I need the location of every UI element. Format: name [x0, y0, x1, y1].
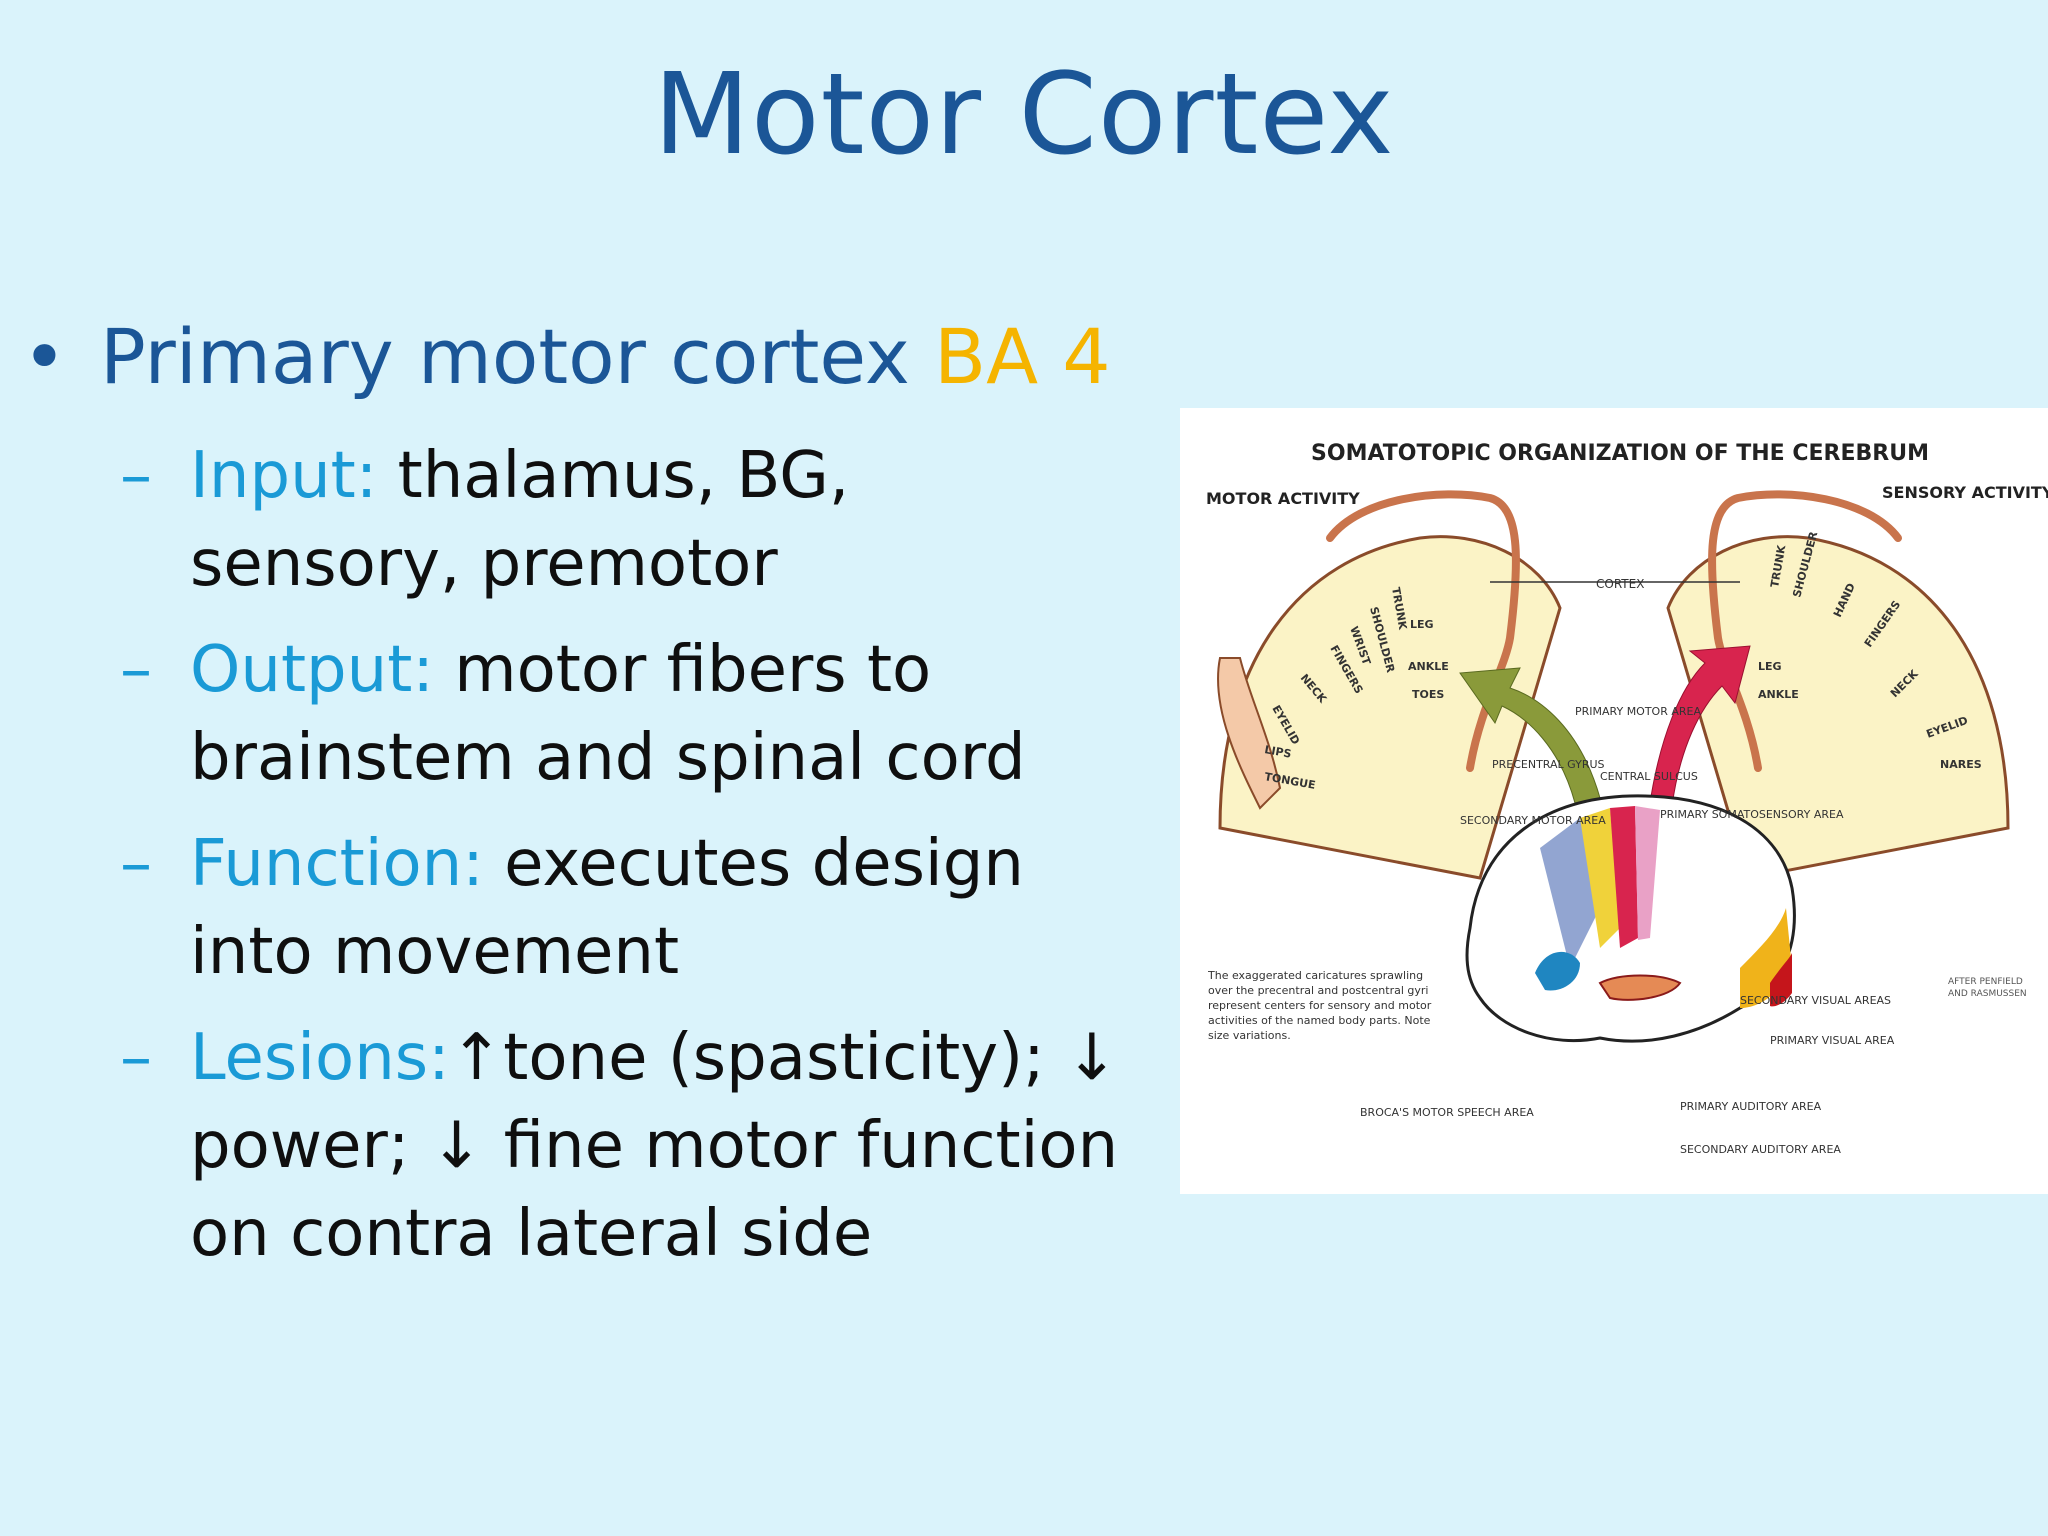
broca-area	[1535, 951, 1580, 991]
svg-text:SECONDARY VISUAL AREAS: SECONDARY VISUAL AREAS	[1740, 994, 1891, 1007]
area-labels: PRIMARY MOTOR AREA PRECENTRAL GYRUS CENT…	[1360, 705, 1895, 1156]
somatosensory-band	[1635, 806, 1660, 940]
subitem-label: Function:	[190, 827, 484, 901]
svg-text:PRIMARY AUDITORY AREA: PRIMARY AUDITORY AREA	[1680, 1100, 1822, 1113]
subitem-function: – Function: executes design into movemen…	[120, 820, 1120, 996]
caption-box: The exaggerated caricatures sprawling ov…	[1208, 969, 1432, 1042]
dash-marker: –	[120, 1021, 152, 1095]
subitem-text: ↑tone (spasticity); ↓ power; ↓ fine moto…	[190, 1021, 1119, 1271]
somatotopic-figure: SOMATOTOPIC ORGANIZATION OF THE CEREBRUM…	[1180, 408, 2048, 1194]
sensory-hemisphere	[1666, 535, 2010, 880]
subitem-lesions: – Lesions:↑tone (spasticity); ↓ power; ↓…	[120, 1014, 1120, 1278]
subitem-label: Input:	[190, 439, 378, 513]
svg-text:BROCA'S MOTOR SPEECH AREA: BROCA'S MOTOR SPEECH AREA	[1360, 1106, 1534, 1119]
somatotopic-diagram: SOMATOTOPIC ORGANIZATION OF THE CEREBRUM…	[1206, 441, 2048, 1156]
svg-text:LEG: LEG	[1758, 660, 1782, 673]
svg-text:SECONDARY AUDITORY AREA: SECONDARY AUDITORY AREA	[1680, 1143, 1841, 1156]
motor-arrow	[1459, 667, 1601, 804]
figure-title: SOMATOTOPIC ORGANIZATION OF THE CEREBRUM	[1311, 441, 1929, 466]
cortex-label: CORTEX	[1596, 577, 1644, 591]
motor-activity-label: MOTOR ACTIVITY	[1206, 489, 1360, 508]
auditory-area	[1598, 974, 1682, 1001]
svg-text:PRIMARY VISUAL AREA: PRIMARY VISUAL AREA	[1770, 1034, 1895, 1047]
slide-title: Motor Cortex	[653, 50, 1395, 180]
subitem-input: – Input: thalamus, BG, sensory, premotor	[120, 432, 1120, 608]
svg-text:LIPS: LIPS	[1263, 743, 1292, 761]
subitem-label: Output:	[190, 633, 434, 707]
subitem-label: Lesions:	[190, 1021, 450, 1095]
sensory-activity-label: SENSORY ACTIVITY	[1882, 483, 2048, 502]
dash-marker: –	[120, 439, 152, 513]
primary-motor-band	[1580, 808, 1620, 948]
motor-homunculus-face	[1217, 657, 1282, 810]
dash-marker: –	[120, 633, 152, 707]
svg-text:SECONDARY MOTOR AREA: SECONDARY MOTOR AREA	[1460, 814, 1606, 827]
svg-text:CENTRAL SULCUS: CENTRAL SULCUS	[1600, 770, 1698, 783]
svg-text:PRECENTRAL GYRUS: PRECENTRAL GYRUS	[1492, 758, 1605, 771]
svg-text:TOES: TOES	[1412, 688, 1444, 701]
sensory-arrow	[1649, 645, 1751, 807]
central-sulcus-band	[1610, 806, 1638, 948]
subitem-text: executes design into movement	[190, 827, 1024, 989]
subitem-text: thalamus, BG, sensory, premotor	[190, 439, 850, 601]
bullet-accent: BA 4	[933, 312, 1111, 401]
figure-credit: AFTER PENFIELD AND RASMUSSEN	[1948, 977, 2027, 999]
svg-text:ANKLE: ANKLE	[1758, 688, 1799, 701]
secondary-motor-band	[1540, 818, 1600, 968]
bullet-marker: •	[22, 312, 67, 401]
svg-text:PRIMARY SOMATOSENSORY AREA: PRIMARY SOMATOSENSORY AREA	[1660, 808, 1844, 821]
svg-text:PRIMARY MOTOR AREA: PRIMARY MOTOR AREA	[1575, 705, 1701, 718]
dash-marker: –	[120, 827, 152, 901]
svg-text:LEG: LEG	[1410, 618, 1434, 631]
main-bullet: • Primary motor cortex BA 4	[22, 312, 1111, 401]
primary-visual-area	[1770, 953, 1792, 1007]
subitem-output: – Output: motor fibers to brainstem and …	[120, 626, 1120, 802]
credit-box: AFTER PENFIELD AND RASMUSSEN	[1948, 977, 2027, 999]
figure-caption: The exaggerated caricatures sprawling ov…	[1208, 969, 1432, 1042]
subitem-text: motor fibers to brainstem and spinal cor…	[190, 633, 1026, 795]
svg-text:NARES: NARES	[1940, 758, 1982, 771]
svg-text:ANKLE: ANKLE	[1408, 660, 1449, 673]
bullet-text: Primary motor cortex	[100, 312, 934, 401]
